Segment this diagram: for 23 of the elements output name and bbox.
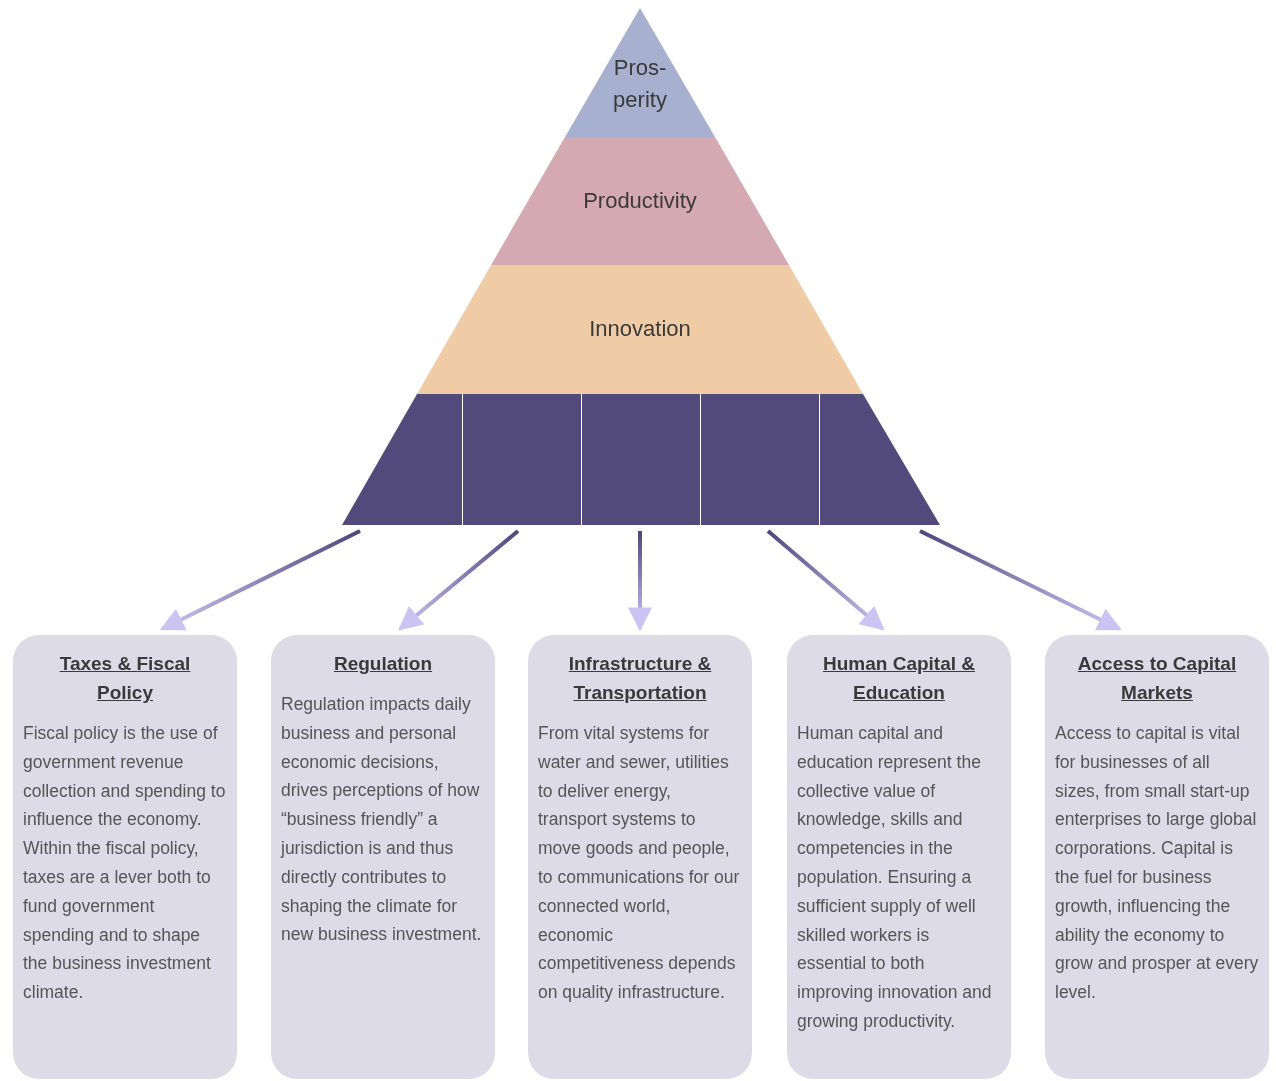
arrow — [628, 531, 652, 632]
card-description: From vital systems for water and sewer, utilities to deliver energy, transport systems to move goods and people, to communications for our connected world, economic competitiveness depends on quality infrastructure. — [538, 722, 741, 1005]
card-heading: Taxes & Fiscal Policy — [58, 652, 192, 705]
card-heading: Human Capital & Education — [822, 652, 976, 705]
description-card — [787, 635, 1011, 1079]
description-card — [13, 635, 237, 1079]
description-card — [1045, 635, 1269, 1079]
tier-label: Innovation — [588, 315, 692, 343]
card-heading: Infrastructure & Transportation — [567, 652, 713, 705]
card-description: Fiscal policy is the use of government revenue collection and spending to influence the economy. Within the fiscal policy, taxes are a lever both to fund government spending and to shape the business investment climate. — [23, 722, 227, 1005]
card-heading: Regulation — [332, 652, 434, 676]
tier-label: Productivity — [582, 187, 698, 215]
arrow — [919, 529, 1122, 631]
arrow — [159, 529, 361, 631]
card-description: Regulation impacts daily business and personal economic decisions, drives perceptions of how “business friendly” a jurisdiction is and thus directly contributes to shaping the climate for new business investment. — [281, 693, 483, 947]
card-description: Human capital and education represent the collective value of knowledge, skills and competencies in the population. Ensuring a sufficient supply of well skilled workers is essential to both improving innovation and growing productivity. — [797, 722, 993, 1033]
arrow — [766, 529, 885, 631]
tier-label: Pros- perity — [612, 54, 668, 114]
card-description: Access to capital is vital for businesses of all sizes, from small start-up enterprises to large global corporations. Capital is the fuel for business growth, influencing the ability the economy to grow and prosper at every level. — [1055, 722, 1259, 1005]
description-card — [271, 635, 495, 1079]
arrow — [398, 529, 520, 631]
card-heading: Access to Capital Markets — [1076, 652, 1238, 705]
description-card — [528, 635, 752, 1079]
